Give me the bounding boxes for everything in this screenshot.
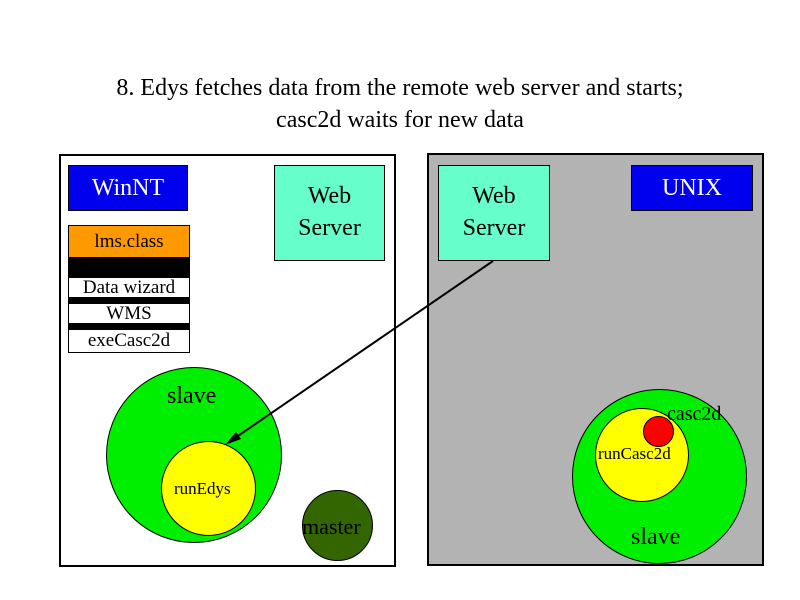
- unix-label-box: UNIX: [631, 165, 753, 211]
- stack-item-black-bar: [68, 258, 190, 277]
- stack-item-execasc2d: exeCasc2d: [68, 329, 190, 353]
- slave-label-left: slave: [167, 383, 217, 409]
- web-server-left-line-1: Web: [307, 183, 352, 209]
- stack-item-data-wizard: Data wizard: [68, 277, 190, 298]
- web-server-box-right: Web Server: [438, 165, 550, 261]
- stack-execasc2d-label: exeCasc2d: [87, 330, 171, 351]
- stack-divider-1: [68, 298, 190, 303]
- unix-label: UNIX: [662, 175, 722, 201]
- stack-lms-class-label: lms.class: [94, 231, 164, 252]
- slide-title: 8. Edys fetches data from the remote web…: [0, 72, 800, 136]
- slave-label-right: slave: [631, 524, 681, 550]
- web-server-box-left: Web Server: [274, 165, 385, 261]
- master-label: master: [302, 514, 361, 539]
- stack-divider-2: [68, 324, 190, 329]
- casc2d-process-dot: [643, 416, 674, 447]
- runcasc2d-label: runCasc2d: [598, 444, 671, 463]
- title-line-2: casc2d waits for new data: [276, 107, 524, 133]
- winnt-label-box: WinNT: [68, 165, 188, 211]
- stack-data-wizard-label: Data wizard: [82, 277, 176, 298]
- winnt-label: WinNT: [91, 175, 165, 201]
- arrow-shaft: [231, 260, 494, 441]
- arrow-head: [225, 432, 241, 445]
- web-server-right-line-1: Web: [472, 183, 516, 209]
- stack-item-lms-class: lms.class: [68, 225, 190, 258]
- runedys-label: runEdys: [174, 479, 231, 498]
- stack-wms-label: WMS: [106, 303, 152, 324]
- web-server-left-line-2: Server: [298, 215, 361, 241]
- casc2d-label: casc2d: [667, 403, 722, 425]
- web-server-right-line-2: Server: [462, 215, 526, 241]
- runcasc2d-circle: [595, 408, 689, 502]
- stack-item-wms: WMS: [68, 303, 190, 324]
- runedys-circle: [161, 441, 256, 536]
- title-line-1: 8. Edys fetches data from the remote web…: [116, 75, 684, 101]
- master-circle: [302, 490, 373, 561]
